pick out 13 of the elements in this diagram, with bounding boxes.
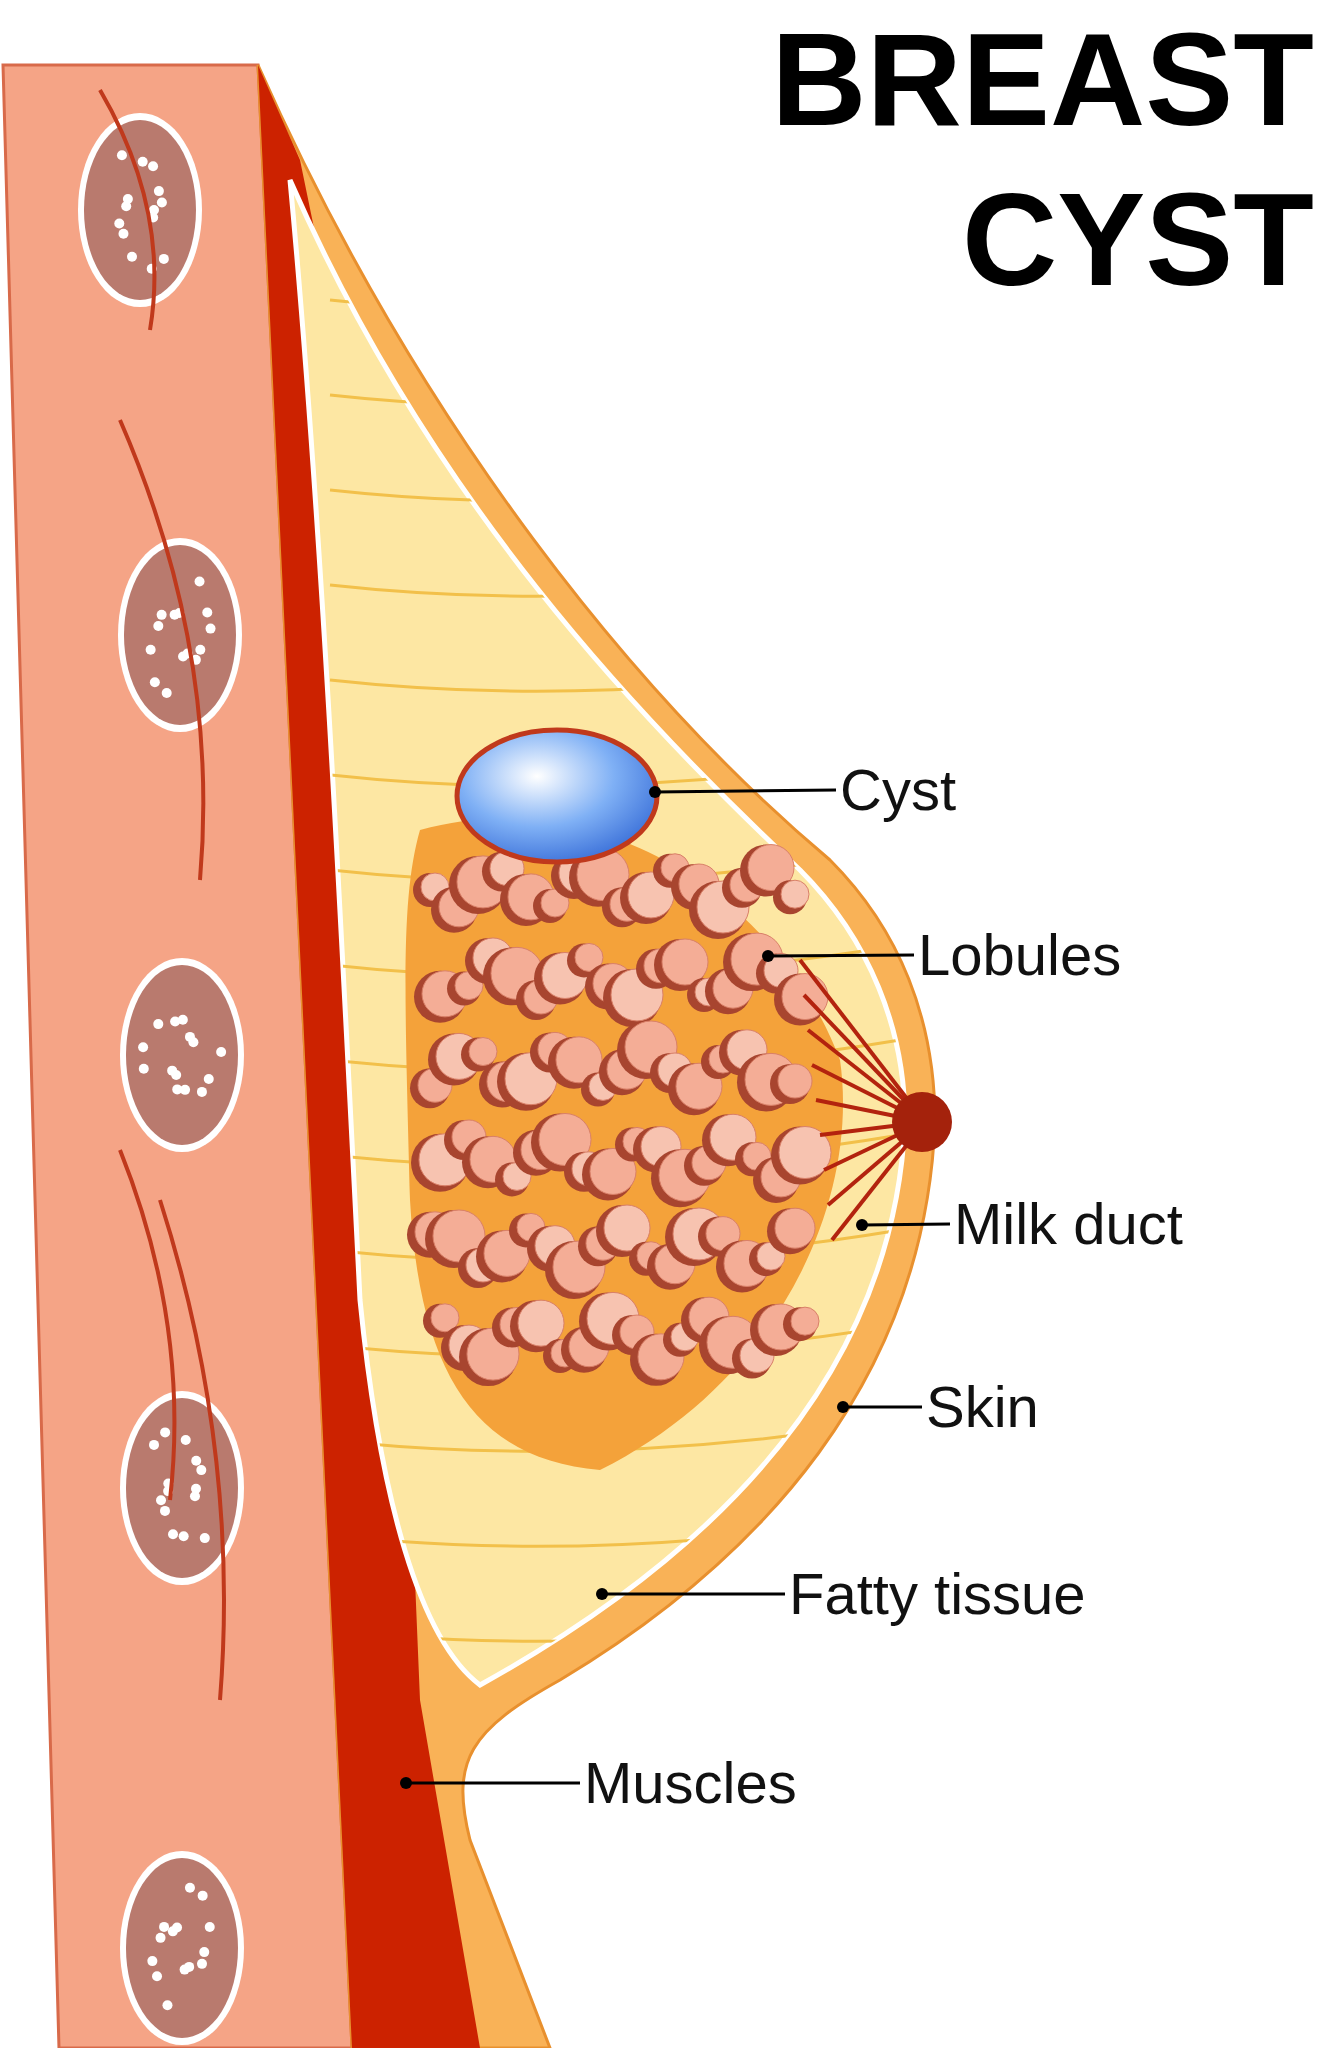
leader-line (400, 1777, 580, 1789)
cyst-ellipse (454, 727, 660, 865)
title: BREAST CYST (770, 5, 1314, 315)
part-label: Milk duct (954, 1191, 1183, 1257)
leader-line (649, 786, 836, 798)
leader-line (596, 1588, 785, 1600)
part-label: Muscles (584, 1750, 797, 1816)
part-label: Fatty tissue (789, 1561, 1086, 1627)
leader-line (837, 1401, 922, 1413)
part-label: Cyst (840, 757, 956, 823)
part-label: Lobules (918, 922, 1122, 988)
leader-line (762, 950, 914, 962)
part-label: Skin (926, 1374, 1039, 1440)
